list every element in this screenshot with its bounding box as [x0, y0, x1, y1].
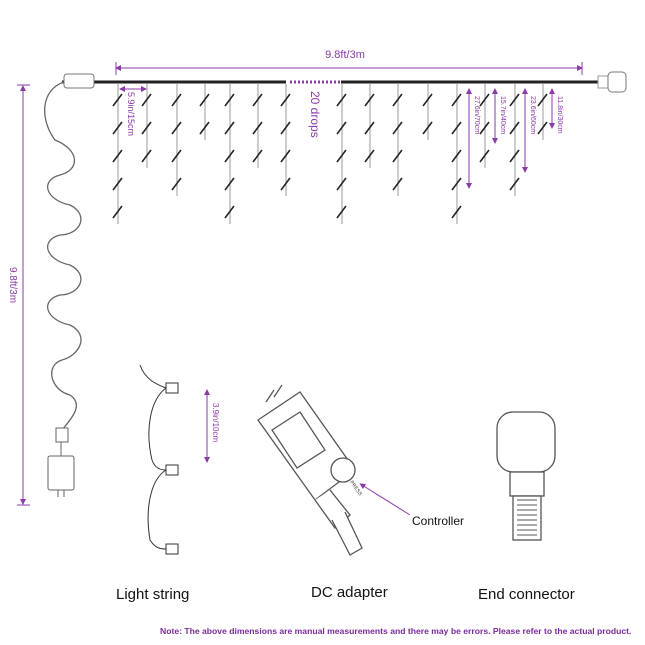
controller-label: Controller	[412, 514, 465, 528]
lead-length-label: 9.8ft/3m	[7, 267, 18, 303]
spacing-label: 5.9in/15cm	[126, 92, 136, 136]
bulb	[141, 93, 152, 107]
bulb	[451, 205, 462, 219]
bulb	[509, 177, 520, 191]
bulb	[392, 149, 403, 163]
bulb	[112, 205, 123, 219]
bulb	[336, 121, 347, 135]
bulb	[509, 93, 520, 107]
drop-length-label-1: 27.6in/70cm	[473, 96, 480, 134]
bulb	[224, 177, 235, 191]
bulb	[199, 121, 210, 135]
bulb	[280, 93, 291, 107]
bulb	[336, 205, 347, 219]
press-label: PRESS	[348, 480, 363, 498]
bulb	[479, 93, 490, 107]
bulb	[537, 93, 548, 107]
bulb	[112, 177, 123, 191]
drop-length-label-4: 11.8in/30cm	[556, 96, 563, 134]
drop-length-label-2: 15.7in/40cm	[499, 96, 506, 134]
bulb	[141, 149, 152, 163]
drop-count-label: 20 drops	[308, 91, 322, 138]
bulb	[479, 121, 490, 135]
bulb	[252, 121, 263, 135]
bulb	[336, 149, 347, 163]
controller-arrow	[359, 483, 411, 516]
bulb	[336, 177, 347, 191]
bulb	[112, 93, 123, 107]
width-label: 9.8ft/3m	[325, 49, 365, 61]
bulb	[451, 93, 462, 107]
bulb	[451, 177, 462, 191]
bulb	[509, 149, 520, 163]
bulb	[171, 177, 182, 191]
end-cap-plug	[607, 71, 627, 93]
bulb	[422, 93, 433, 107]
bulb	[224, 121, 235, 135]
bulb	[364, 149, 375, 163]
dc-adapter-label: DC adapter	[311, 584, 388, 601]
bulb	[112, 121, 123, 135]
plug-small	[47, 455, 75, 491]
bulb	[224, 205, 235, 219]
input-connector	[63, 73, 95, 89]
bulb	[392, 121, 403, 135]
bulb	[280, 149, 291, 163]
bulb	[224, 93, 235, 107]
bulb	[141, 121, 152, 135]
dc-adapter-illustration	[257, 384, 363, 556]
bulb	[171, 121, 182, 135]
lead-wire	[44, 81, 82, 431]
bulb	[280, 177, 291, 191]
bulb	[364, 93, 375, 107]
drop-length-label-3: 23.6in/60cm	[529, 96, 536, 134]
bulb	[451, 121, 462, 135]
disclaimer-note: Note: The above dimensions are manual me…	[160, 626, 632, 636]
bulb	[451, 149, 462, 163]
bulb	[392, 177, 403, 191]
bulb	[252, 93, 263, 107]
light-string-label: Light string	[116, 586, 190, 603]
bulb-spacing-label: 3.9in/10cm	[211, 403, 220, 442]
end-connector-illustration	[496, 411, 556, 541]
adapter-small	[55, 427, 69, 443]
bulb	[199, 93, 210, 107]
icicle-drops	[112, 84, 548, 224]
bulb	[479, 149, 490, 163]
light-string-illustration	[139, 364, 179, 555]
bulb	[280, 121, 291, 135]
bulb	[224, 149, 235, 163]
bulb	[364, 121, 375, 135]
bulb	[112, 149, 123, 163]
bulb	[171, 149, 182, 163]
bulb	[336, 93, 347, 107]
bulb	[252, 149, 263, 163]
end-connector-label: End connector	[478, 586, 575, 603]
bulb	[537, 121, 548, 135]
bulb	[509, 121, 520, 135]
bulb	[422, 121, 433, 135]
bulb	[392, 93, 403, 107]
bulb	[171, 93, 182, 107]
